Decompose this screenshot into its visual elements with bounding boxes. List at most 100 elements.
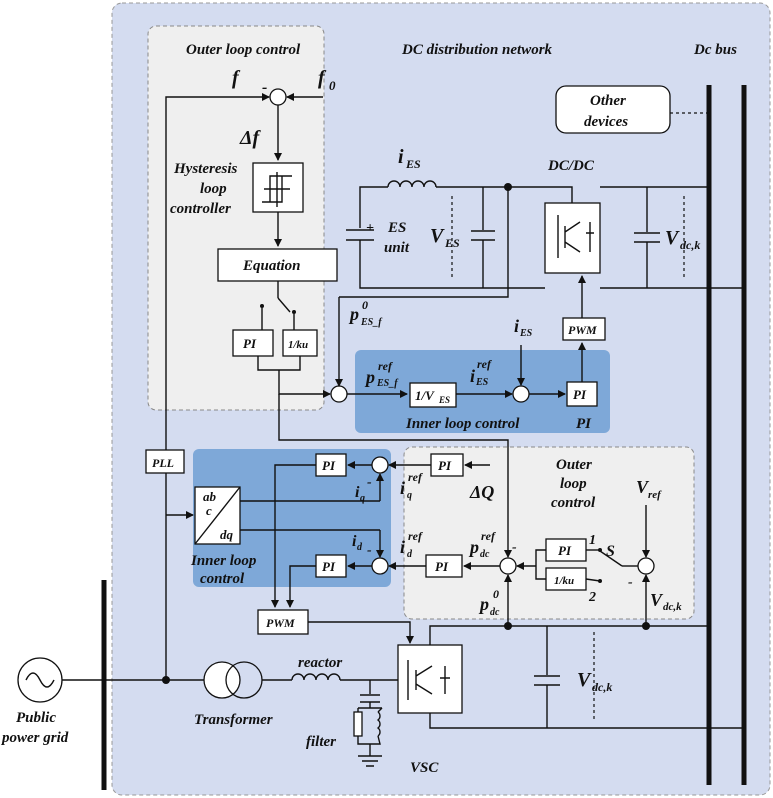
outer-loop-top-region (147, 25, 325, 411)
hysteresis-label-1: Hysteresis (173, 161, 237, 177)
label-ies: i (398, 146, 404, 168)
label-p0-esf-sup: 0 (362, 298, 368, 312)
wire-pll-f (165, 93, 270, 450)
label-p0-esf: p (348, 304, 359, 324)
pi-top-label: PI (243, 336, 257, 351)
ac-sine-icon (25, 672, 55, 688)
public-grid-label-2: power grid (0, 730, 69, 746)
label-vref-sub: ref (648, 489, 662, 501)
es-top-wire (359, 186, 388, 228)
switch-s (599, 550, 623, 567)
minus-pdc: - (512, 540, 517, 555)
inv-ku-top-label: 1/ku (288, 339, 308, 351)
outer-loop-vsc-title-3: control (551, 495, 596, 511)
label-iref-es-sub: ES (475, 377, 489, 388)
label-ves: V (430, 225, 445, 247)
label-f: f (232, 67, 241, 89)
switch-1-label: 1 (589, 533, 596, 548)
inv-ves-sub: ES (438, 395, 450, 405)
label-f0-sub: 0 (329, 78, 336, 93)
label-iref-q: i (400, 478, 405, 498)
label-vdck-top-sub: dc,k (680, 238, 700, 252)
pwm-es-label: PWM (568, 323, 597, 337)
pwm-block-es (562, 317, 606, 341)
outer-loop-vsc-title-1: Outer (556, 457, 592, 473)
equation-label: Equation (242, 258, 301, 274)
sum-junction-pdc (499, 557, 517, 575)
pwm-block-vsc (257, 609, 309, 635)
sum-junction-v (637, 557, 655, 575)
transformer-coil-1 (203, 661, 241, 699)
other-devices-box (555, 85, 671, 134)
transformer-label: Transformer (194, 712, 273, 728)
pll-label: PLL (152, 456, 174, 470)
label-pref-dc: p (468, 537, 479, 557)
label-vdck-bottom-sub: dc,k (592, 680, 612, 694)
other-devices-label-2: devices (584, 114, 628, 130)
hysteresis-symbol (262, 172, 292, 207)
hysteresis-label-2: loop (200, 181, 227, 197)
label-iref-d-sup: ref (408, 529, 423, 543)
label-iref-q-sup: ref (408, 470, 423, 484)
label-id: i (352, 533, 357, 550)
pi-standalone-label: PI (576, 416, 592, 432)
label-p0-dc-sup: 0 (493, 587, 499, 601)
label-vdck-ctrl: V (650, 590, 664, 610)
inner-loop-es-title: Inner loop control (405, 416, 520, 432)
node-pll (162, 676, 170, 684)
node-vdc (642, 622, 650, 630)
sum-junction-es-inner (512, 385, 530, 403)
wire-es-to-pdc (278, 394, 512, 558)
filter-resistor (353, 711, 363, 737)
minus-f: - (262, 79, 267, 96)
wire-vsc-dc-bot (429, 713, 744, 729)
minus-q: - (367, 475, 372, 490)
pwm-vsc-label: PWM (266, 616, 295, 630)
label-pref-esf: p (364, 367, 375, 387)
wire-vdc-blocks-merge (535, 549, 546, 580)
dc-network-title: DC distribution network (401, 42, 553, 58)
inv-ves-label: 1/V (415, 388, 435, 403)
switch-s-label: S (606, 543, 615, 560)
outer-loop-vsc-title-2: loop (560, 476, 587, 492)
sum-junction-d (371, 557, 389, 575)
sum-junction-frequency (269, 88, 287, 106)
label-ies-meas-sub: ES (519, 328, 533, 339)
wire-kuvdc-sw (585, 578, 601, 582)
reactor-inductor (291, 673, 341, 681)
dq-diag (194, 486, 241, 545)
es-unit-label-1: ES (387, 220, 406, 236)
plus-es: + (366, 221, 374, 236)
label-id-sub: d (357, 542, 363, 553)
wire-dcdc-top (548, 186, 573, 203)
pi-d-label: PI (322, 559, 336, 574)
hysteresis-block (252, 162, 304, 213)
sum-junction-es (330, 385, 348, 403)
equation-block (217, 248, 338, 282)
inner-loop-vsc-region (193, 449, 391, 587)
wire-pwm-vsc (308, 621, 414, 644)
public-grid-label-1: Public (16, 710, 56, 726)
label-iref-d: i (400, 537, 405, 557)
label-ves-sub: ES (444, 236, 460, 250)
es-unit-label-2: unit (384, 240, 410, 256)
wire-vsc-dc-top (429, 625, 709, 645)
filter-branch-right (377, 707, 383, 713)
node-p0dc (504, 622, 512, 630)
label-delta-f: Δf (239, 127, 262, 149)
ground-icon (358, 755, 382, 767)
label-delta-q: ΔQ (469, 482, 494, 502)
label-pref-dc-sub: dc (480, 549, 490, 560)
minus-d: - (367, 543, 372, 558)
dc-bus-title: Dc bus (693, 42, 737, 58)
hysteresis-label-3: controller (170, 201, 231, 217)
pi-vdc-label: PI (558, 543, 572, 558)
other-devices-label-1: Other (590, 93, 626, 109)
switch-2-label: 2 (588, 590, 596, 605)
outer-loop-top-title: Outer loop control (186, 42, 301, 58)
inv-ku-block-top (282, 329, 318, 357)
pi-es-label: PI (573, 387, 587, 402)
dcdc-block (544, 202, 601, 274)
